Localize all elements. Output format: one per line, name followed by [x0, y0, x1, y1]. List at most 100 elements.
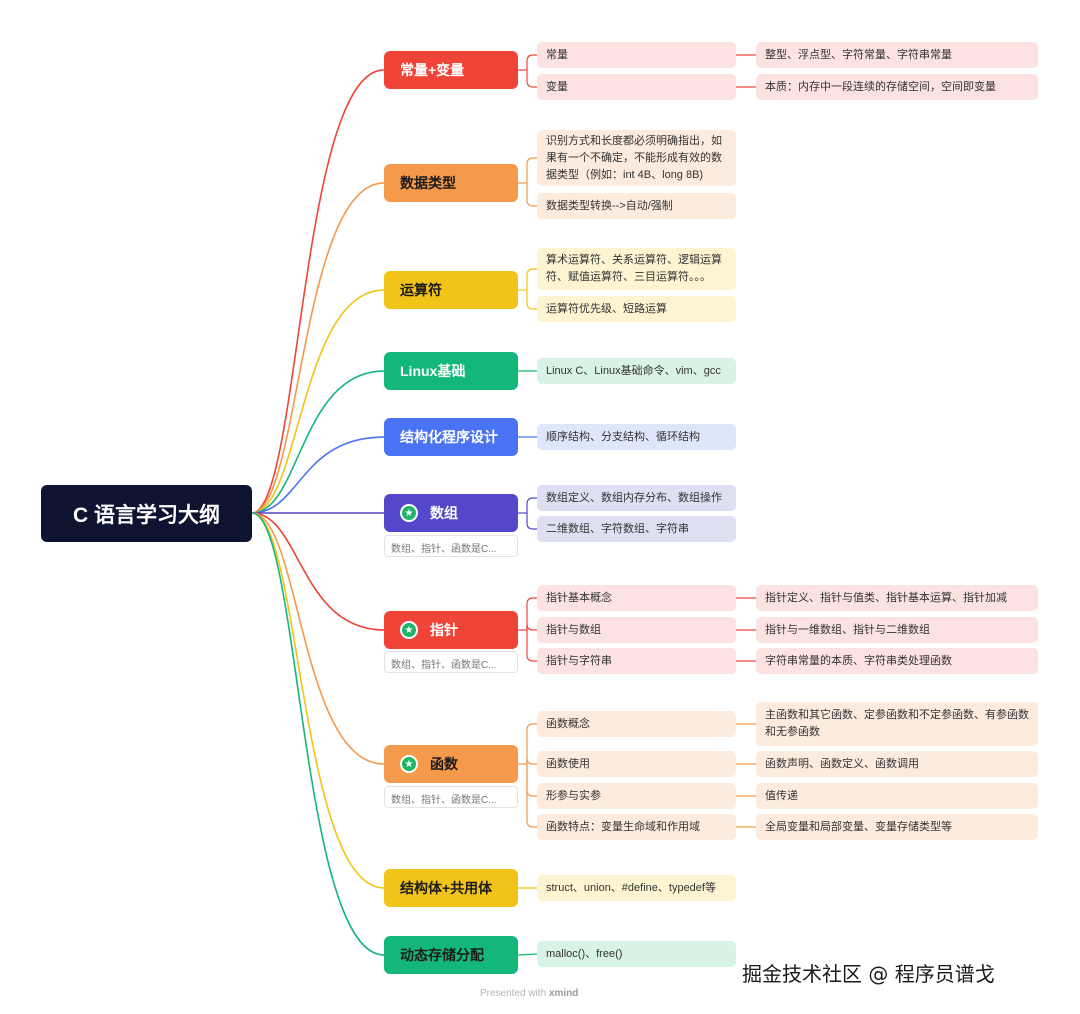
connector-line: [251, 436, 385, 514]
connector-line: [526, 764, 537, 797]
subtopic-control-structures[interactable]: 顺序结构、分支结构、循环结构: [537, 424, 736, 450]
topic-dynamic-allocation-label: 动态存储分配: [400, 947, 484, 963]
subtopic-variable[interactable]: 变量: [537, 74, 736, 100]
subtopic-2d-arrays[interactable]: 二维数组、字符数组、字符串: [537, 516, 736, 542]
topic-functions-note[interactable]: 数组、指针、函数是C...: [384, 786, 518, 808]
detail-function-concept[interactable]: 主函数和其它函数、定参函数和不定参函数、有参函数和无参函数: [756, 702, 1038, 746]
subtopic-function-concept[interactable]: 函数概念: [537, 711, 736, 737]
subtopic-2d-arrays-label: 二维数组、字符数组、字符串: [546, 522, 689, 535]
connector-line: [251, 289, 385, 514]
detail-pointer-arrays[interactable]: 指针与一维数组、指针与二维数组: [756, 617, 1038, 643]
topic-dynamic-allocation[interactable]: 动态存储分配: [384, 936, 518, 974]
topic-arrays-label: 数组: [430, 505, 458, 521]
subtopic-constant[interactable]: 常量: [537, 42, 736, 68]
subtopic-malloc-free-label: malloc()、free(): [546, 947, 623, 960]
topic-operators[interactable]: 运算符: [384, 271, 518, 309]
subtopic-pointer-arrays[interactable]: 指针与数组: [537, 617, 736, 643]
topic-struct-union[interactable]: 结构体+共用体: [384, 869, 518, 907]
topic-pointers-note[interactable]: 数组、指针、函数是C...: [384, 651, 518, 673]
subtopic-type-conversion[interactable]: 数据类型转换-->自动/强制: [537, 193, 736, 219]
footer-prefix: Presented with: [480, 988, 547, 999]
detail-function-scope-label: 全局变量和局部变量、变量存储类型等: [765, 820, 952, 833]
topic-arrays-note[interactable]: 数组、指针、函数是C...: [384, 535, 518, 557]
subtopic-function-scope[interactable]: 函数特点：变量生命域和作用域: [537, 814, 736, 840]
subtopic-operator-precedence-label: 运算符优先级、短路运算: [546, 302, 667, 315]
topic-pointers[interactable]: ★ 指针: [384, 611, 518, 649]
subtopic-linux-tools-label: Linux C、Linux基础命令、vim、gcc: [546, 364, 721, 377]
detail-pointer-strings[interactable]: 字符串常量的本质、字符串类处理函数: [756, 648, 1038, 674]
footer-brand: xmind: [548, 988, 579, 999]
detail-parameters-label: 值传递: [765, 789, 798, 802]
connector-line: [251, 512, 385, 765]
connector-line: [526, 268, 537, 290]
subtopic-function-usage[interactable]: 函数使用: [537, 751, 736, 777]
connector-line: [526, 70, 537, 88]
topic-functions[interactable]: ★ 函数: [384, 745, 518, 783]
connector-line: [251, 512, 385, 956]
subtopic-variable-label: 变量: [546, 80, 568, 93]
detail-function-usage[interactable]: 函数声明、函数定义、函数调用: [756, 751, 1038, 777]
topic-data-types[interactable]: 数据类型: [384, 164, 518, 202]
subtopic-operator-kinds[interactable]: 算术运算符、关系运算符、逻辑运算符、赋值运算符、三目运算符。。。: [537, 248, 736, 290]
subtopic-parameters[interactable]: 形参与实参: [537, 783, 736, 809]
topic-operators-label: 运算符: [400, 282, 442, 298]
topic-linux-basics[interactable]: Linux基础: [384, 352, 518, 390]
connector-line: [526, 513, 537, 530]
subtopic-pointer-strings-label: 指针与字符串: [546, 654, 612, 667]
detail-parameters[interactable]: 值传递: [756, 783, 1038, 809]
subtopic-malloc-free[interactable]: malloc()、free(): [537, 941, 736, 967]
detail-pointer-strings-label: 字符串常量的本质、字符串类处理函数: [765, 654, 952, 667]
topic-structured-programming[interactable]: 结构化程序设计: [384, 418, 518, 456]
detail-variable-label: 本质：内存中一段连续的存储空间，空间即变量: [765, 80, 996, 93]
connector-line: [251, 182, 385, 514]
subtopic-pointer-arrays-label: 指针与数组: [546, 623, 601, 636]
topic-pointers-label: 指针: [430, 622, 458, 638]
subtopic-struct-keywords[interactable]: struct、union、#define、typedef等: [537, 875, 736, 901]
topic-arrays[interactable]: ★ 数组: [384, 494, 518, 532]
connector-line: [251, 370, 385, 514]
topic-structured-programming-label: 结构化程序设计: [400, 429, 498, 445]
connector-line: [526, 157, 537, 183]
topic-constants-variables-label: 常量+变量: [400, 62, 465, 78]
subtopic-function-concept-label: 函数概念: [546, 717, 590, 730]
subtopic-pointer-strings[interactable]: 指针与字符串: [537, 648, 736, 674]
root-topic[interactable]: C 语言学习大纲: [41, 485, 252, 542]
connector-line: [526, 290, 537, 310]
subtopic-operator-precedence[interactable]: 运算符优先级、短路运算: [537, 296, 736, 322]
detail-constant[interactable]: 整型、浮点型、字符常量、字符串常量: [756, 42, 1038, 68]
subtopic-struct-keywords-label: struct、union、#define、typedef等: [546, 881, 716, 894]
connector-line: [526, 764, 537, 828]
subtopic-array-definition[interactable]: 数组定义、数组内存分布、数组操作: [537, 485, 736, 511]
star-icon: ★: [400, 621, 418, 639]
connector-line: [526, 630, 537, 662]
detail-function-scope[interactable]: 全局变量和局部变量、变量存储类型等: [756, 814, 1038, 840]
topic-data-types-label: 数据类型: [400, 175, 456, 191]
star-icon: ★: [400, 504, 418, 522]
subtopic-function-scope-label: 函数特点：变量生命域和作用域: [546, 820, 700, 833]
connector-line: [526, 757, 537, 765]
watermark-text: 掘金技术社区 @ 程序员谱戈: [742, 962, 995, 986]
connector-line: [526, 723, 537, 764]
subtopic-type-identification-label: 识别方式和长度都必须明确指出，如果有一个不确定，不能形成有效的数据类型（例如：i…: [546, 134, 722, 181]
connector-line: [251, 512, 385, 631]
detail-constant-label: 整型、浮点型、字符常量、字符串常量: [765, 48, 952, 61]
subtopic-linux-tools[interactable]: Linux C、Linux基础命令、vim、gcc: [537, 358, 736, 384]
root-topic-label: C 语言学习大纲: [73, 503, 220, 527]
subtopic-array-definition-label: 数组定义、数组内存分布、数组操作: [546, 491, 722, 504]
connector-line: [517, 953, 538, 956]
topic-constants-variables[interactable]: 常量+变量: [384, 51, 518, 89]
detail-variable[interactable]: 本质：内存中一段连续的存储空间，空间即变量: [756, 74, 1038, 100]
connector-line: [526, 597, 537, 630]
subtopic-control-structures-label: 顺序结构、分支结构、循环结构: [546, 430, 700, 443]
connector-line: [251, 512, 385, 889]
subtopic-pointer-basics-label: 指针基本概念: [546, 591, 612, 604]
detail-function-concept-label: 主函数和其它函数、定参函数和不定参函数、有参函数和无参函数: [765, 709, 1029, 738]
connector-line: [251, 69, 385, 514]
detail-pointer-basics[interactable]: 指针定义、指针与值类、指针基本运算、指针加减: [756, 585, 1038, 611]
star-icon: ★: [400, 755, 418, 773]
subtopic-pointer-basics[interactable]: 指针基本概念: [537, 585, 736, 611]
subtopic-type-identification[interactable]: 识别方式和长度都必须明确指出，如果有一个不确定，不能形成有效的数据类型（例如：i…: [537, 130, 736, 186]
topic-linux-basics-label: Linux基础: [400, 363, 466, 379]
detail-function-usage-label: 函数声明、函数定义、函数调用: [765, 757, 919, 770]
